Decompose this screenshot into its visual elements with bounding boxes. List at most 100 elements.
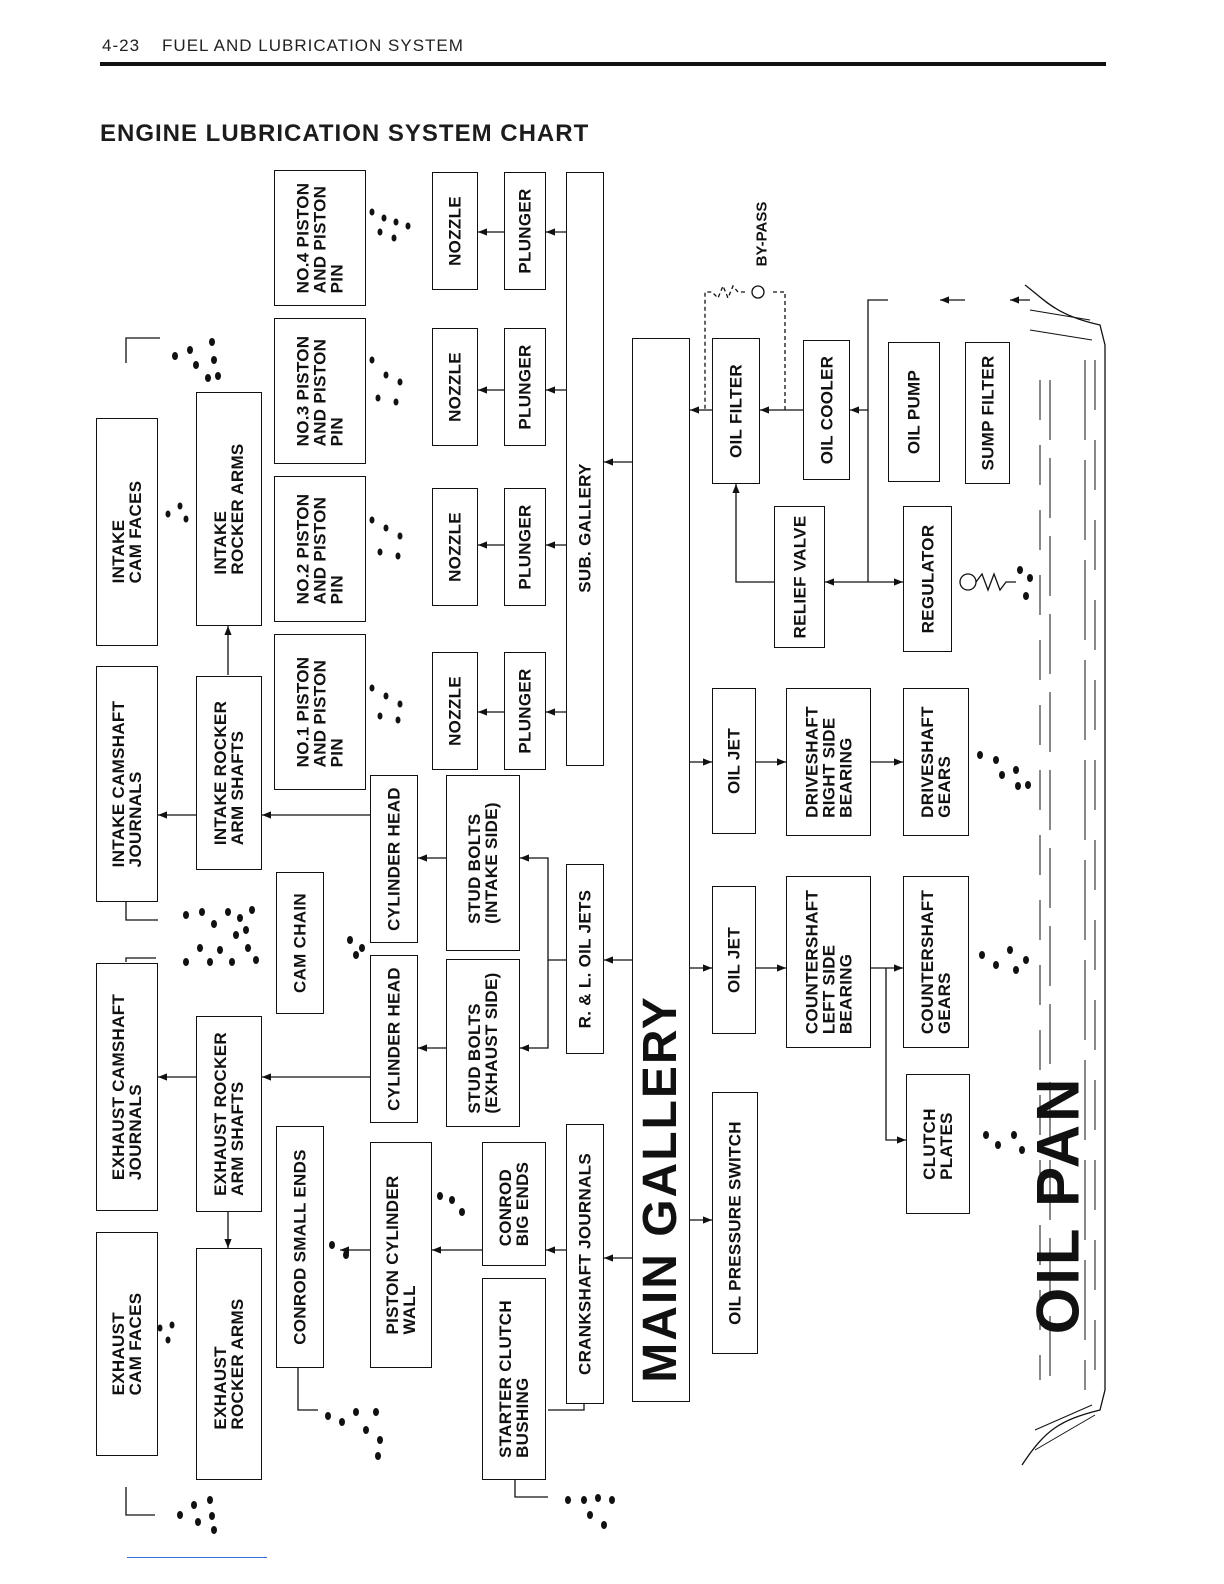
by-pass-label: BY-PASS — [753, 201, 771, 267]
regulator-label: REGULATOR — [918, 524, 937, 634]
exhaust-camshaft-journals-box: EXHAUST CAMSHAFT JOURNALS — [96, 963, 158, 1211]
stud-bolts-intake-box: STUD BOLTS (INTAKE SIDE) — [446, 775, 520, 951]
nozzle-3-box: NOZZLE — [432, 328, 478, 446]
conrod-big-ends-box: CONROD BIG ENDS — [482, 1142, 546, 1266]
oil-pump-label: OIL PUMP — [904, 369, 924, 455]
sump-filter-box: SUMP FILTER — [965, 342, 1010, 484]
plunger-1-label: PLUNGER — [515, 668, 535, 754]
cylinder-head-exhaust-box: CYLINDER HEAD — [370, 955, 418, 1123]
exhaust-rocker-arm-shafts-label: EXHAUST ROCKER ARM SHAFTS — [211, 1032, 247, 1196]
intake-rocker-arm-shafts-box: INTAKE ROCKER ARM SHAFTS — [196, 676, 262, 870]
conrod-small-ends-box: CONROD SMALL ENDS — [276, 1126, 324, 1368]
starter-clutch-bushing-box: STARTER CLUTCH BUSHING — [482, 1278, 546, 1480]
plunger-3-box: PLUNGER — [504, 328, 546, 446]
nozzle-4-label: NOZZLE — [445, 196, 465, 266]
oil-jet-left-label: OIL JET — [724, 926, 744, 994]
exhaust-cam-faces-label: EXHAUST CAM FACES — [109, 1292, 145, 1396]
cylinder-head-exhaust-label: CYLINDER HEAD — [384, 967, 404, 1111]
stud-bolts-exhaust-label: STUD BOLTS (EXHAUST SIDE) — [465, 972, 501, 1114]
oil-pressure-switch-box: OIL PRESSURE SWITCH — [712, 1092, 758, 1354]
clutch-plates-box: CLUTCH PLATES — [906, 1074, 970, 1214]
conrod-big-ends-label: CONROD BIG ENDS — [496, 1161, 532, 1247]
main-gallery-box: MAIN GALLERY — [632, 338, 690, 1402]
no3-piston-label: NO.3 PISTON AND PISTON PIN — [293, 335, 347, 447]
regulator-box: REGULATOR — [903, 506, 952, 652]
chart-title: ENGINE LUBRICATION SYSTEM CHART — [100, 120, 590, 147]
intake-camshaft-journals-box: INTAKE CAMSHAFT JOURNALS — [96, 666, 158, 902]
main-gallery-label: MAIN GALLERY — [634, 994, 687, 1383]
relief-valve-label: RELIEF VALVE — [790, 515, 809, 639]
oil-cooler-label: OIL COOLER — [817, 355, 836, 465]
stud-bolts-intake-label: STUD BOLTS (INTAKE SIDE) — [465, 802, 501, 924]
intake-rocker-arm-shafts-label: INTAKE ROCKER ARM SHAFTS — [211, 700, 247, 846]
no4-piston-box: NO.4 PISTON AND PISTON PIN — [274, 170, 366, 306]
exhaust-camshaft-journals-label: EXHAUST CAMSHAFT JOURNALS — [109, 993, 145, 1181]
intake-rocker-arms-box: INTAKE ROCKER ARMS — [196, 392, 262, 626]
plunger-2-label: PLUNGER — [515, 504, 535, 590]
crankshaft-journals-label: CRANKSHAFT JOURNALS — [575, 1153, 595, 1375]
oil-filter-label: OIL FILTER — [726, 364, 746, 458]
nozzle-2-label: NOZZLE — [445, 512, 465, 582]
oil-filter-box: OIL FILTER — [712, 338, 760, 484]
countershaft-gears-label: COUNTERSHAFT GEARS — [918, 889, 954, 1035]
nozzle-1-box: NOZZLE — [432, 652, 478, 770]
driveshaft-bearing-box: DRIVESHAFT RIGHT SIDE BEARING — [786, 688, 871, 836]
stud-bolts-exhaust-box: STUD BOLTS (EXHAUST SIDE) — [446, 959, 520, 1127]
sump-filter-label: SUMP FILTER — [978, 355, 997, 471]
oil-jet-left-box: OIL JET — [712, 886, 756, 1034]
exhaust-rocker-arms-box: EXHAUST ROCKER ARMS — [196, 1248, 262, 1480]
nozzle-2-box: NOZZLE — [432, 488, 478, 606]
intake-cam-faces-box: INTAKE CAM FACES — [96, 418, 158, 646]
cylinder-head-intake-box: CYLINDER HEAD — [370, 775, 418, 943]
no1-piston-box: NO.1 PISTON AND PISTON PIN — [274, 634, 366, 790]
sub-gallery-box: SUB. GALLERY — [566, 172, 604, 766]
driveshaft-bearing-label: DRIVESHAFT RIGHT SIDE BEARING — [802, 706, 855, 818]
rl-oil-jets-label: R. & L. OIL JETS — [575, 889, 595, 1029]
exhaust-cam-faces-box: EXHAUST CAM FACES — [96, 1232, 158, 1456]
nozzle-3-label: NOZZLE — [445, 352, 465, 422]
oil-pan-label: OIL PAN — [1024, 1075, 1092, 1335]
header-rule — [100, 62, 1106, 66]
plunger-3-label: PLUNGER — [515, 344, 535, 430]
page-header: 4-23 FUEL AND LUBRICATION SYSTEM — [102, 36, 486, 56]
intake-rocker-arms-label: INTAKE ROCKER ARMS — [211, 443, 247, 575]
cam-chain-box: CAM CHAIN — [276, 872, 324, 1014]
oil-drops — [157, 208, 1033, 1534]
cylinder-head-intake-label: CYLINDER HEAD — [384, 787, 404, 931]
oil-pressure-switch-label: OIL PRESSURE SWITCH — [725, 1121, 745, 1325]
sub-gallery-label: SUB. GALLERY — [575, 463, 595, 593]
intake-cam-faces-label: INTAKE CAM FACES — [109, 480, 145, 584]
oil-pump-box: OIL PUMP — [888, 342, 940, 482]
plunger-1-box: PLUNGER — [504, 652, 546, 770]
clutch-plates-label: CLUTCH PLATES — [920, 1108, 956, 1180]
driveshaft-gears-label: DRIVESHAFT GEARS — [918, 706, 954, 818]
cam-chain-label: CAM CHAIN — [290, 893, 310, 993]
exhaust-rocker-arms-label: EXHAUST ROCKER ARMS — [211, 1298, 247, 1430]
section-title: FUEL AND LUBRICATION SYSTEM — [162, 36, 464, 55]
plunger-2-box: PLUNGER — [504, 488, 546, 606]
nozzle-4-box: NOZZLE — [432, 172, 478, 290]
page-number: 4-23 — [102, 36, 141, 55]
oil-jet-right-label: OIL JET — [724, 727, 744, 795]
rl-oil-jets-box: R. & L. OIL JETS — [566, 864, 604, 1054]
piston-cylinder-wall-label: PISTON CYLINDER WALL — [383, 1175, 419, 1335]
no3-piston-box: NO.3 PISTON AND PISTON PIN — [274, 318, 366, 464]
oil-cooler-box: OIL COOLER — [803, 340, 850, 480]
no2-piston-label: NO.2 PISTON AND PISTON PIN — [293, 493, 347, 605]
countershaft-bearing-label: COUNTERSHAFT LEFT SIDE BEARING — [802, 889, 855, 1035]
starter-clutch-bushing-label: STARTER CLUTCH BUSHING — [496, 1300, 532, 1458]
no4-piston-label: NO.4 PISTON AND PISTON PIN — [293, 182, 347, 294]
intake-camshaft-journals-label: INTAKE CAMSHAFT JOURNALS — [109, 700, 145, 868]
oil-jet-right-box: OIL JET — [712, 688, 756, 834]
plunger-4-label: PLUNGER — [515, 188, 535, 274]
oil-pan-outline — [1021, 284, 1106, 1466]
relief-valve-box: RELIEF VALVE — [774, 506, 825, 648]
nozzle-1-label: NOZZLE — [445, 676, 465, 746]
piston-cylinder-wall-box: PISTON CYLINDER WALL — [370, 1142, 432, 1368]
footer-rule — [127, 1557, 267, 1558]
conrod-small-ends-label: CONROD SMALL ENDS — [290, 1149, 310, 1345]
no2-piston-box: NO.2 PISTON AND PISTON PIN — [274, 476, 366, 622]
driveshaft-gears-box: DRIVESHAFT GEARS — [903, 688, 969, 836]
plunger-4-box: PLUNGER — [504, 172, 546, 290]
